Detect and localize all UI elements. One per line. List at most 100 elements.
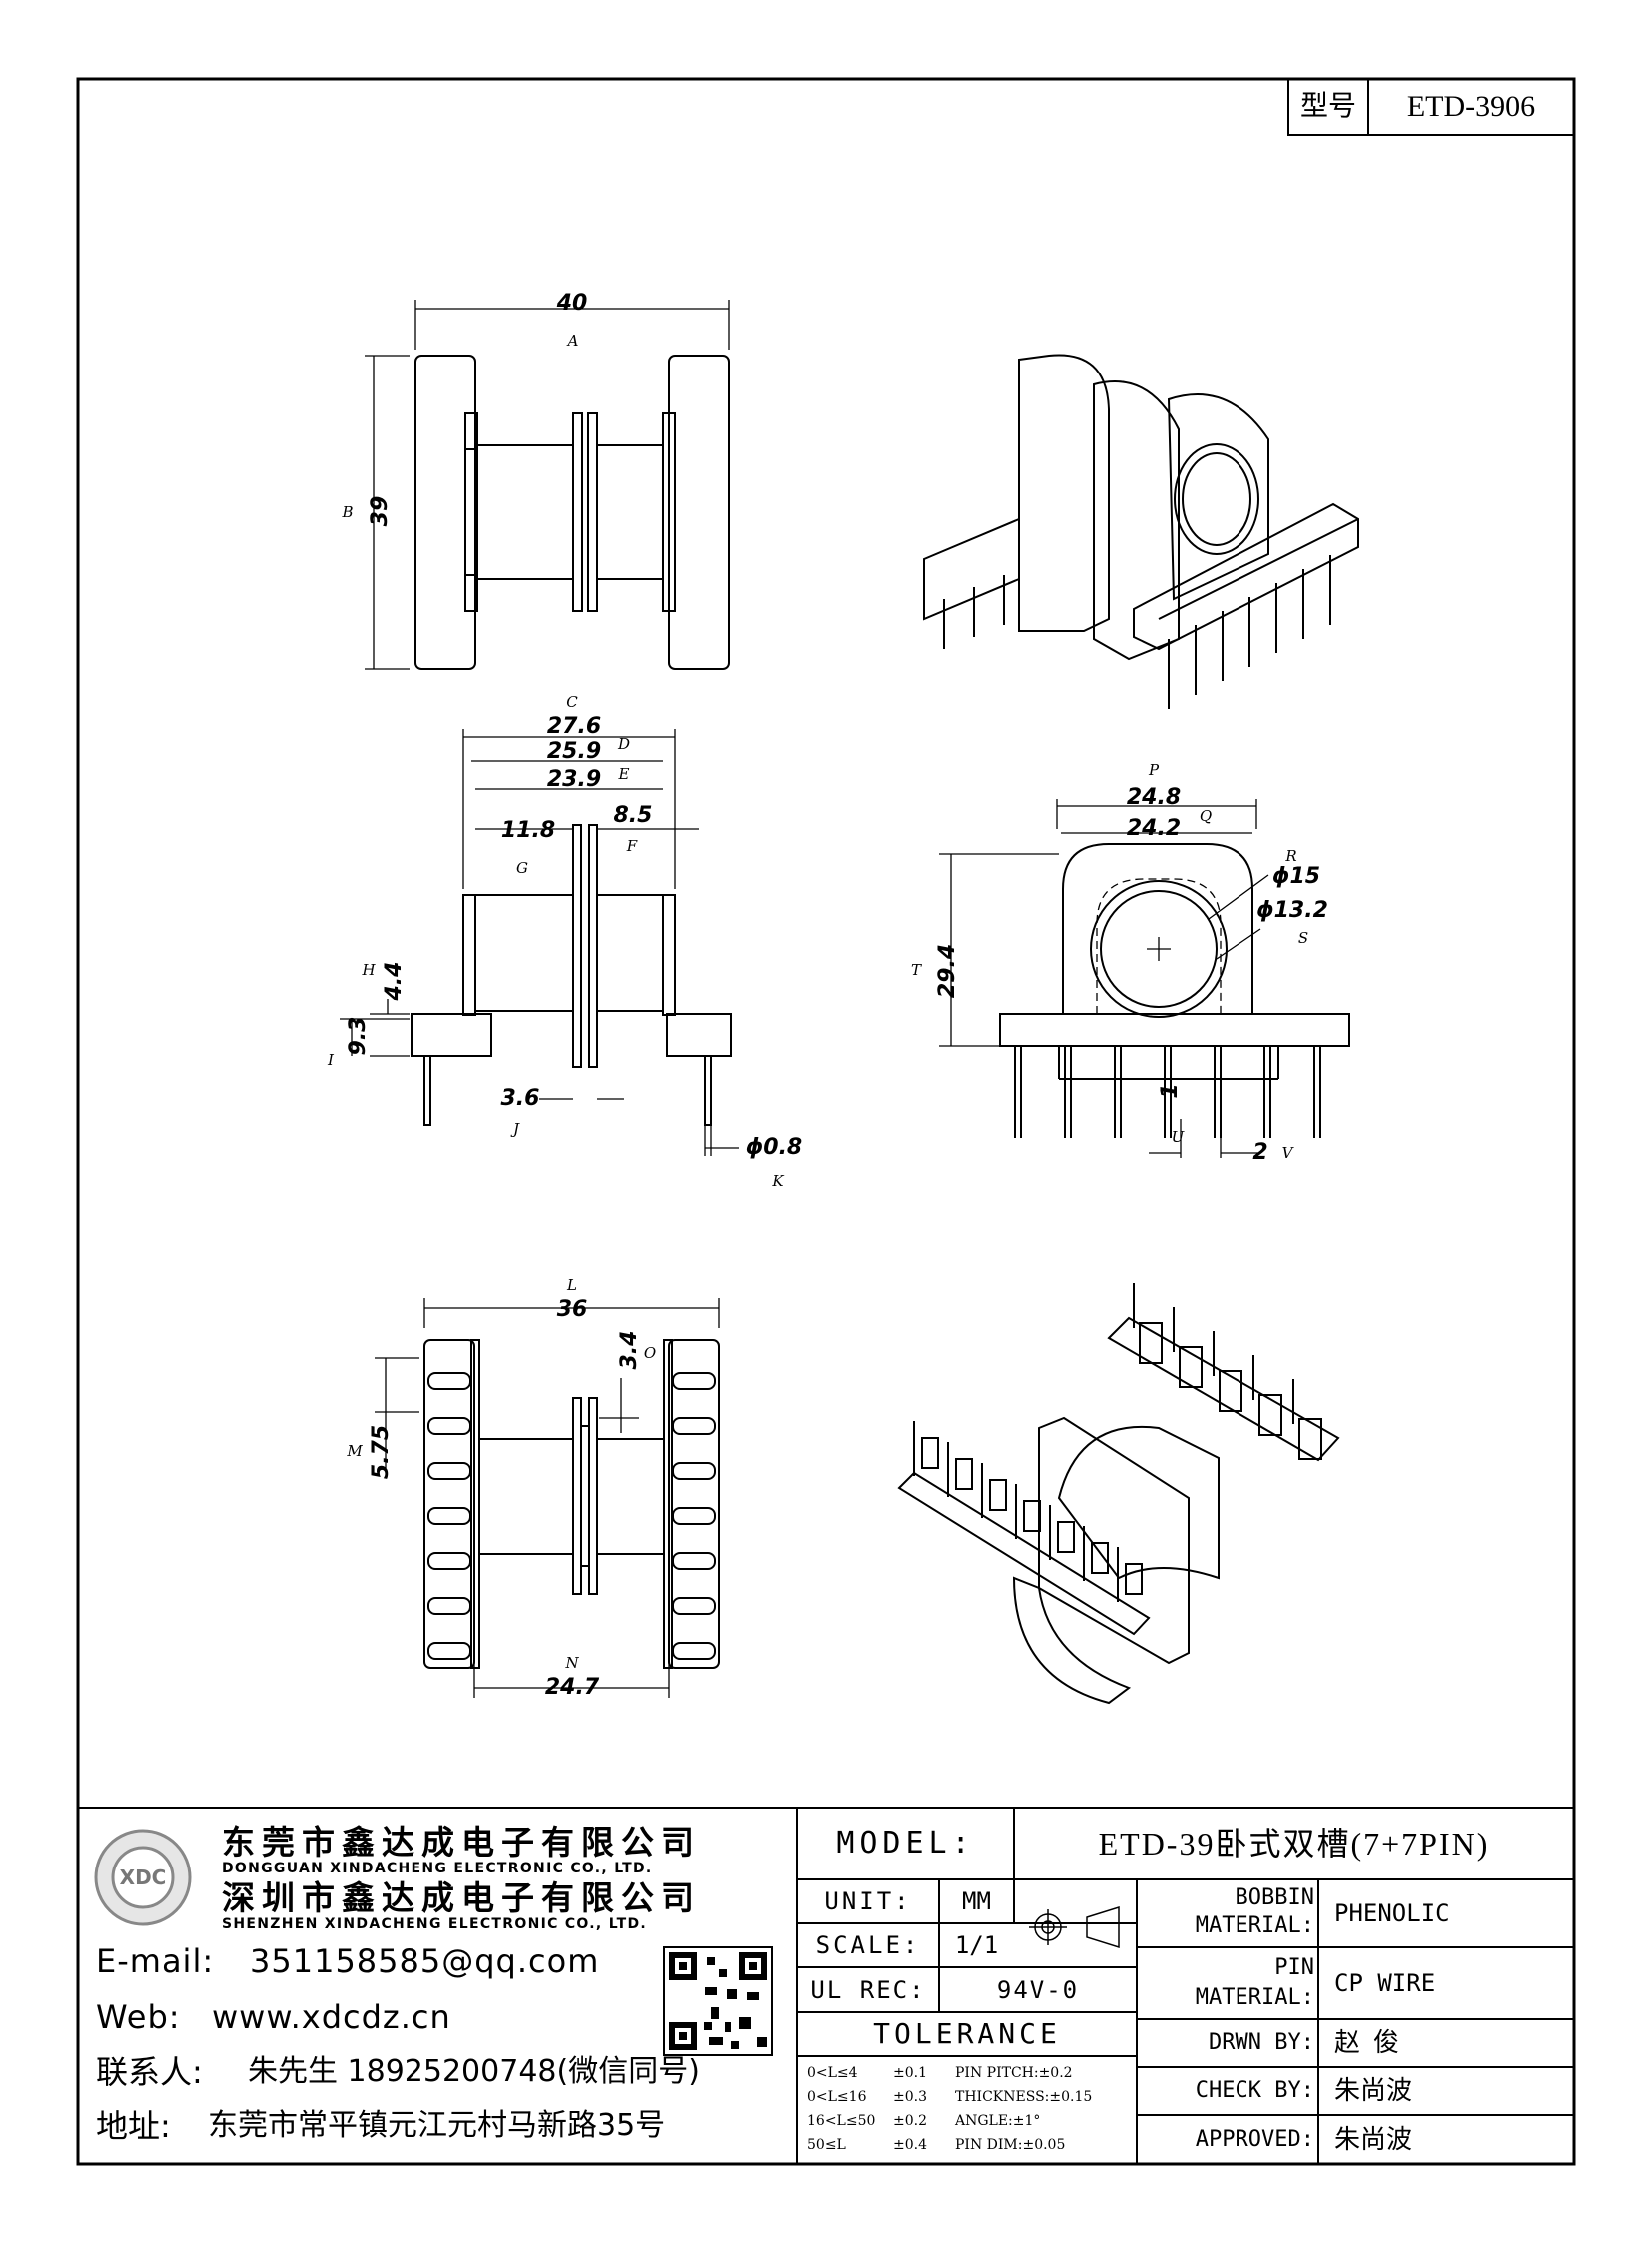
pin-slot <box>672 1597 716 1615</box>
ref-q: Q <box>1199 806 1213 825</box>
pin-post <box>921 1437 939 1469</box>
iso-view-top <box>923 354 1359 661</box>
pin-slot <box>672 1417 716 1435</box>
pin-slot <box>672 1642 716 1660</box>
ref-i: I <box>328 1050 334 1069</box>
dim-k-pin: ϕ0.8 <box>745 1135 803 1160</box>
tol-item: ANGLE:±1° <box>955 2113 1041 2129</box>
ul-value: 94V-0 <box>996 1975 1080 2004</box>
ref-r: R <box>1285 846 1297 865</box>
dim-overall-width: 40 <box>556 291 588 316</box>
bottom-view-slots <box>427 1372 716 1660</box>
dim-r-dia: ϕ15 <box>1271 864 1321 889</box>
drawn-value: 赵 俊 <box>1334 2028 1400 2057</box>
web-label: Web: <box>96 1998 181 2036</box>
logo-letters: XDC <box>119 1866 167 1889</box>
bobbin-value: PHENOLIC <box>1334 1899 1450 1927</box>
email-label: E-mail: <box>96 1942 215 1980</box>
address-value: 东莞市常平镇元江元村马新路35号 <box>208 2108 666 2143</box>
pin-slot <box>427 1417 471 1435</box>
bobbin-label-2: MATERIAL: <box>1195 1913 1314 1938</box>
pin-post <box>1125 1563 1143 1595</box>
sheet-border <box>76 77 1576 2166</box>
iso-view-top-pins <box>943 555 1331 709</box>
tol-item: PIN PITCH:±0.2 <box>955 2065 1073 2081</box>
pin-post <box>1258 1394 1282 1436</box>
dim-n-width: 24.7 <box>544 1675 600 1700</box>
dim-m-len: 5.75 <box>369 1424 394 1480</box>
unit-label: UNIT: <box>824 1887 912 1915</box>
header-box <box>1287 78 1575 136</box>
approved-value: 朱尚波 <box>1334 2124 1413 2154</box>
ref-l: L <box>567 1275 577 1294</box>
tol-value: ±0.2 <box>893 2113 927 2129</box>
dim-f-width: 8.5 <box>613 803 653 828</box>
iso-view-bottom <box>897 1316 1340 1705</box>
pin-slot <box>672 1552 716 1570</box>
tol-item: PIN DIM:±0.05 <box>955 2137 1066 2153</box>
iso-view-bottom-pins <box>913 1283 1322 1602</box>
pin-slot <box>427 1372 471 1390</box>
side-view <box>999 843 1350 1080</box>
company-name-dg: 东莞市鑫达成电子有限公司 <box>222 1822 701 1862</box>
qr-code <box>663 1946 773 2056</box>
contact-label: 联系人: <box>96 2053 203 2091</box>
pin-post <box>955 1458 973 1490</box>
ref-j: J <box>512 1120 519 1138</box>
tolerance-row: 16<L≤50 ±0.2 ANGLE:±1° <box>807 2109 1137 2133</box>
header-model-value: ETD-3906 <box>1406 90 1536 123</box>
dim-t-height: 29.4 <box>935 943 960 999</box>
ref-e: E <box>618 764 630 783</box>
pin-slot <box>672 1507 716 1525</box>
tol-range: 0<L≤4 <box>807 2065 858 2081</box>
pin-post <box>1057 1521 1075 1553</box>
tol-item: THICKNESS:±0.15 <box>955 2089 1093 2105</box>
tol-range: 16<L≤50 <box>807 2113 876 2129</box>
contact-value: 朱先生 18925200748(微信同号) <box>248 2054 700 2089</box>
dim-overall-height: 39 <box>368 495 393 527</box>
company-logo <box>94 1829 192 1926</box>
ref-c: C <box>566 692 578 711</box>
company-name-sz: 深圳市鑫达成电子有限公司 <box>222 1877 701 1917</box>
tolerance-row: 0<L≤4 ±0.1 PIN PITCH:±0.2 <box>807 2061 1137 2085</box>
bobbin-label-1: BOBBIN <box>1235 1885 1314 1910</box>
ref-p: P <box>1148 760 1160 779</box>
pin-label-2: MATERIAL: <box>1195 1985 1314 2010</box>
ref-d: D <box>617 734 631 753</box>
tol-range: 50≤L <box>807 2137 846 2153</box>
ref-a: A <box>567 331 579 350</box>
model-label: MODEL: <box>836 1826 975 1861</box>
pin-label-1: PIN <box>1274 1955 1314 1980</box>
tolerance-label: TOLERANCE <box>873 2017 1061 2050</box>
pin-slot <box>672 1372 716 1390</box>
pin-post <box>1219 1370 1242 1412</box>
header-model-label: 型号 <box>1299 91 1356 122</box>
ref-n: N <box>565 1653 579 1672</box>
dim-e-width: 23.9 <box>546 767 602 792</box>
approved-label: APPROVED: <box>1195 2126 1314 2152</box>
tol-value: ±0.4 <box>893 2137 927 2153</box>
web-value[interactable]: www.xdcdz.cn <box>212 1998 451 2036</box>
pin-post <box>1298 1418 1322 1460</box>
email-value[interactable]: 351158585@qq.com <box>250 1942 600 1980</box>
pin-slot <box>427 1597 471 1615</box>
drawn-label: DRWN BY: <box>1209 2030 1314 2055</box>
dim-g-width: 11.8 <box>500 818 556 843</box>
company-name-sz-en: SHENZHEN XINDACHENG ELECTRONIC CO., LTD. <box>222 1916 648 1932</box>
scale-value: 1/1 <box>954 1931 999 1959</box>
pin-post <box>989 1479 1007 1511</box>
projection-symbol <box>1029 1905 1120 1949</box>
top-view <box>414 355 730 670</box>
tol-range: 0<L≤16 <box>807 2089 867 2105</box>
scale-label: SCALE: <box>815 1931 921 1959</box>
dim-d-width: 25.9 <box>546 739 602 764</box>
ref-s: S <box>1297 928 1309 947</box>
pin-post <box>1091 1542 1109 1574</box>
tol-value: ±0.1 <box>893 2065 927 2081</box>
pin-slot <box>427 1552 471 1570</box>
ref-t: T <box>910 960 921 979</box>
pin-slot <box>427 1507 471 1525</box>
